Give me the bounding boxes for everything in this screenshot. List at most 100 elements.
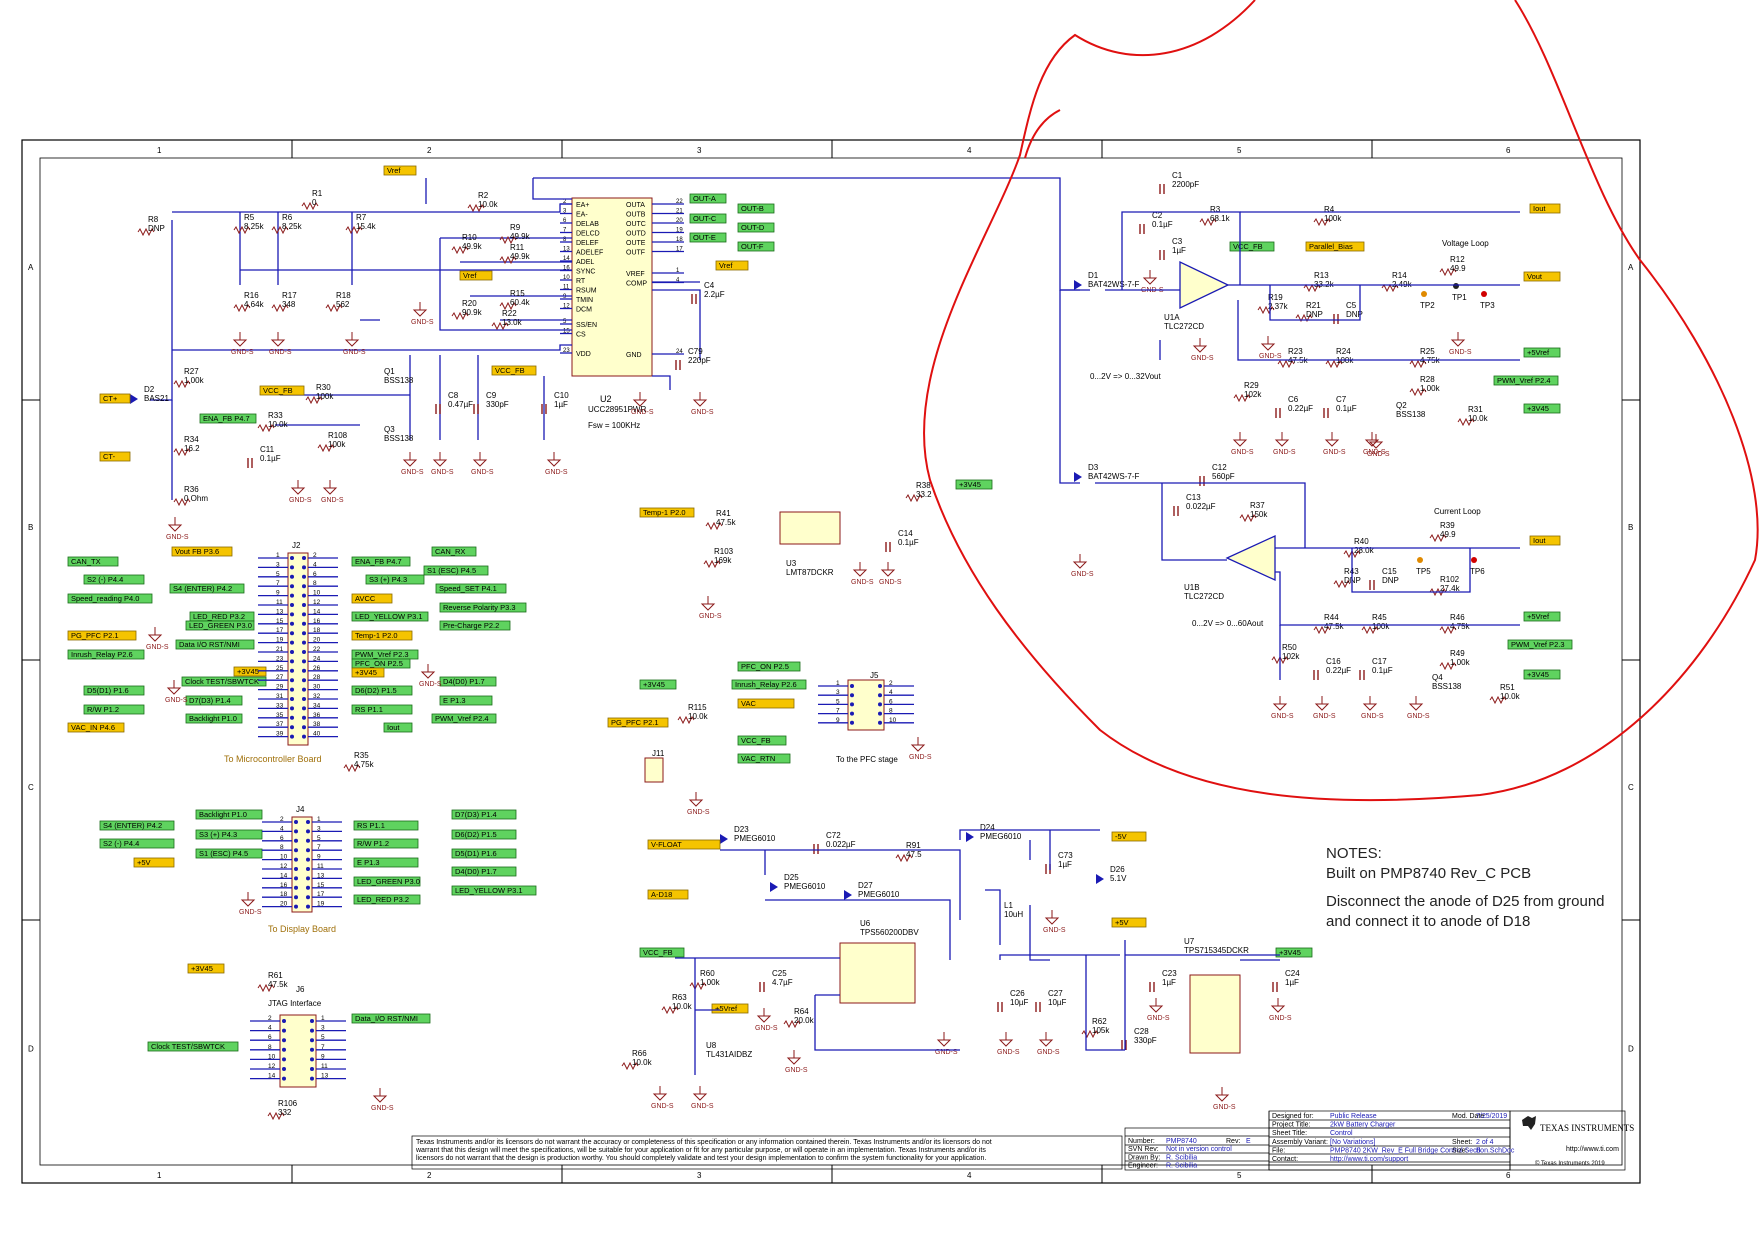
zone-col-top: 2 [427, 146, 432, 155]
component-ref: Q4 [1432, 673, 1443, 682]
net-flag [1507, 639, 1573, 650]
title-value: [No Variations] [1330, 1139, 1375, 1146]
net-flag-label: +3V45 [237, 667, 259, 676]
connector-pin [878, 711, 882, 716]
component-ref: J5 [870, 671, 879, 680]
pin-number: 14 [268, 1073, 276, 1080]
component-value: BSS138 [1432, 682, 1462, 691]
connector-pin [290, 734, 294, 739]
pin-number: 3 [276, 561, 280, 568]
diode-symbol [720, 834, 728, 844]
u2-pin-number: 5 [563, 319, 567, 325]
resistor-symbol [343, 763, 361, 773]
component-ref: D26 [1110, 865, 1125, 874]
component-value: PMEG6010 [858, 890, 900, 899]
u2-pin-name: RSUM [576, 288, 597, 295]
net-flag-label: VAC [741, 699, 756, 708]
pin-number: 30 [313, 684, 321, 691]
pin-number: 39 [276, 731, 284, 738]
net-flag [133, 857, 175, 868]
component-value: 169k [714, 556, 732, 565]
component-ref: R50 [1282, 643, 1297, 652]
net-flag-label: Reverse Polarity P3.3 [443, 603, 516, 612]
component-value: TPS715345DCKR [1184, 946, 1249, 955]
ground-symbol [652, 1086, 668, 1101]
resistor-symbol [1199, 217, 1217, 227]
component-ref: R16 [244, 291, 259, 300]
resistor-symbol [137, 227, 155, 237]
connector-pin [282, 1067, 286, 1071]
net-flag-label: S3 (+) P4.3 [199, 830, 237, 839]
connector-pin [306, 857, 310, 862]
net-flag-label: +3V45 [959, 480, 981, 489]
net-flag [737, 661, 801, 672]
component-ref: R7 [356, 213, 367, 222]
connector-pin [294, 876, 298, 881]
pin-number: 7 [321, 1044, 325, 1051]
net-flag-label: V-FLOAT [651, 840, 682, 849]
net-flag-label: LED_YELLOW P3.1 [455, 886, 523, 895]
net-flag-label: S1 (ESC) P4.5 [199, 849, 248, 858]
pin-number: 17 [276, 627, 284, 634]
u2-pin-name: DELCD [576, 231, 600, 238]
connector-pin [282, 1047, 286, 1052]
component-ref: C16 [1326, 657, 1341, 666]
component-value: 330pF [486, 400, 509, 409]
resistor-symbol [1439, 661, 1457, 671]
connector-pin [290, 574, 294, 579]
net-flag-label: +5Vref [1527, 348, 1550, 357]
connector-pin [290, 621, 294, 626]
title-value: R. Scibilia [1166, 1154, 1197, 1161]
net-flag [353, 876, 421, 887]
ground-label: GND-S [631, 409, 654, 416]
component-value: 13.0k [502, 318, 523, 327]
net-flag-label: D7(D3) P1.4 [455, 810, 497, 819]
ground-symbol [1368, 434, 1384, 449]
net-flag-label: OUT-B [741, 204, 764, 213]
connector-pin [302, 565, 306, 570]
voltage-loop-title: Voltage Loop [1442, 239, 1489, 248]
component-value: 0.1µF [1372, 666, 1393, 675]
net-flag [689, 213, 727, 224]
connector-pin [302, 640, 306, 645]
title-key: Sheet: [1452, 1139, 1472, 1146]
ground-label: GND-S [371, 1105, 394, 1112]
connector-pin [290, 725, 294, 730]
pin-number: 20 [280, 901, 288, 908]
net-flag [639, 507, 695, 518]
component-value: 60.4k [510, 298, 531, 307]
component-ref: R40 [1354, 537, 1369, 546]
connector-pin [302, 603, 306, 607]
title-key: Mod. Date: [1452, 1113, 1486, 1120]
net-flag-label: VCC_FB [643, 948, 673, 957]
connector-pin [282, 1038, 286, 1043]
component-ref: R27 [184, 367, 199, 376]
net-flag-label: Backlight P1.0 [199, 810, 247, 819]
u2-pin-name: DELEF [576, 240, 599, 247]
ground-symbol [1214, 1087, 1230, 1102]
notes-title: NOTES: [1326, 845, 1382, 862]
component-ref: R10 [462, 233, 477, 242]
connector-pin [290, 556, 294, 560]
net-flag-label: VAC_RTN [741, 754, 775, 763]
ground-label: GND-S [785, 1067, 808, 1074]
u2-pin-number: 12 [563, 304, 570, 310]
net-flag [451, 866, 517, 877]
diode-symbol [1074, 280, 1082, 290]
component-value: 4.75k [354, 760, 375, 769]
component-value: 0.47µF [448, 400, 473, 409]
component-value: 0.1µF [1336, 404, 1357, 413]
component-value: 2.2µF [704, 290, 725, 299]
component-symbols [130, 184, 1507, 1121]
test-point-symbol [1453, 283, 1459, 289]
title-key: Designed for: [1272, 1113, 1314, 1120]
net-flag [147, 1041, 239, 1052]
net-flag [353, 820, 419, 831]
net-flag-label: PG_PFC P2.1 [71, 631, 119, 640]
connector-pin [310, 1047, 314, 1052]
ground-label: GND-S [146, 644, 169, 651]
net-flag [451, 848, 517, 859]
ground-symbol [472, 452, 488, 467]
u2-label: U2 [600, 394, 612, 404]
net-flag-label: LED_YELLOW P3.1 [355, 612, 423, 621]
